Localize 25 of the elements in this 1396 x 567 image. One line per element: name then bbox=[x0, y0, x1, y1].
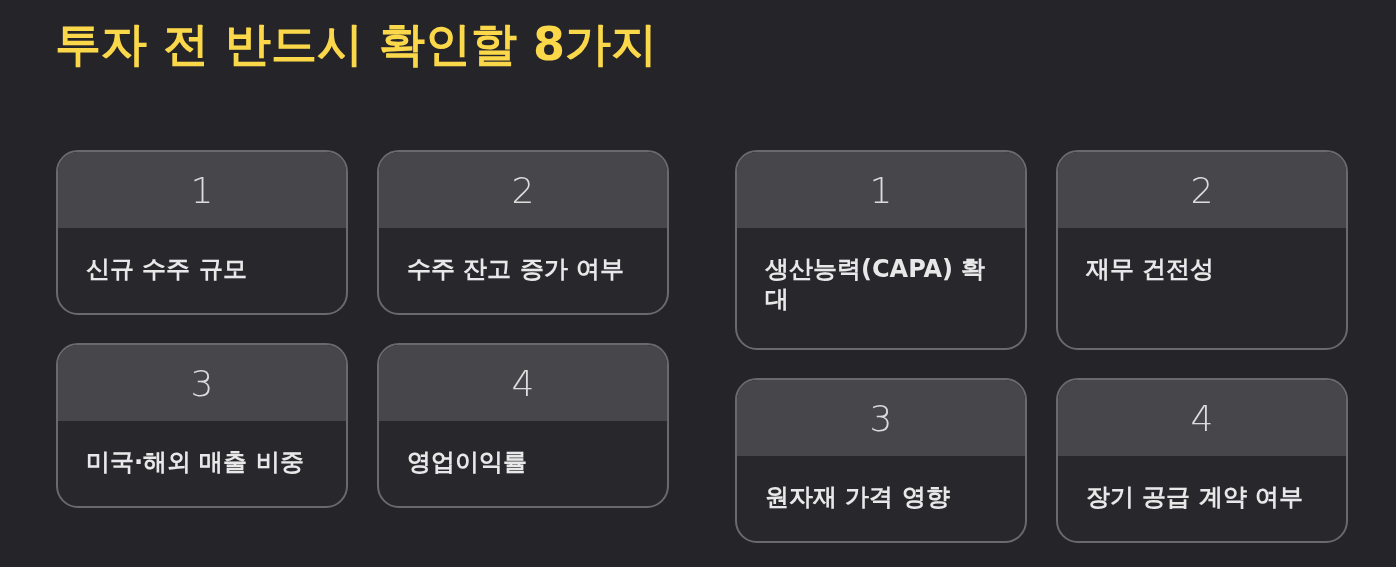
checklist-card bbox=[377, 150, 669, 315]
checklist-card bbox=[56, 150, 348, 315]
item-number: 1 bbox=[190, 169, 214, 211]
item-label: 신규 수주 규모 bbox=[86, 254, 248, 284]
item-label: 미국·해외 매출 비중 bbox=[86, 447, 305, 477]
item-label: 재무 건전성 bbox=[1086, 254, 1216, 284]
checklist-card bbox=[56, 343, 348, 508]
checklist-card bbox=[1056, 378, 1348, 543]
item-label: 원자재 가격 영향 bbox=[765, 482, 951, 512]
item-label: 생산능력(CAPA) 확대 bbox=[765, 254, 987, 314]
item-number: 4 bbox=[1190, 397, 1214, 439]
checklist-card bbox=[735, 150, 1027, 350]
checklist-card bbox=[1056, 150, 1348, 350]
item-label: 영업이익률 bbox=[407, 447, 528, 477]
item-number: 2 bbox=[1190, 169, 1214, 211]
title: 투자 전 반드시 확인할 8가지 bbox=[55, 16, 658, 73]
item-number: 3 bbox=[190, 362, 214, 404]
checklist-card bbox=[377, 343, 669, 508]
item-number: 2 bbox=[511, 169, 535, 211]
item-number: 3 bbox=[869, 397, 893, 439]
checklist-card bbox=[735, 378, 1027, 543]
item-number: 1 bbox=[869, 169, 893, 211]
item-number: 4 bbox=[511, 362, 535, 404]
item-label: 수주 잔고 증가 여부 bbox=[407, 254, 626, 284]
item-label: 장기 공급 계약 여부 bbox=[1086, 482, 1305, 512]
